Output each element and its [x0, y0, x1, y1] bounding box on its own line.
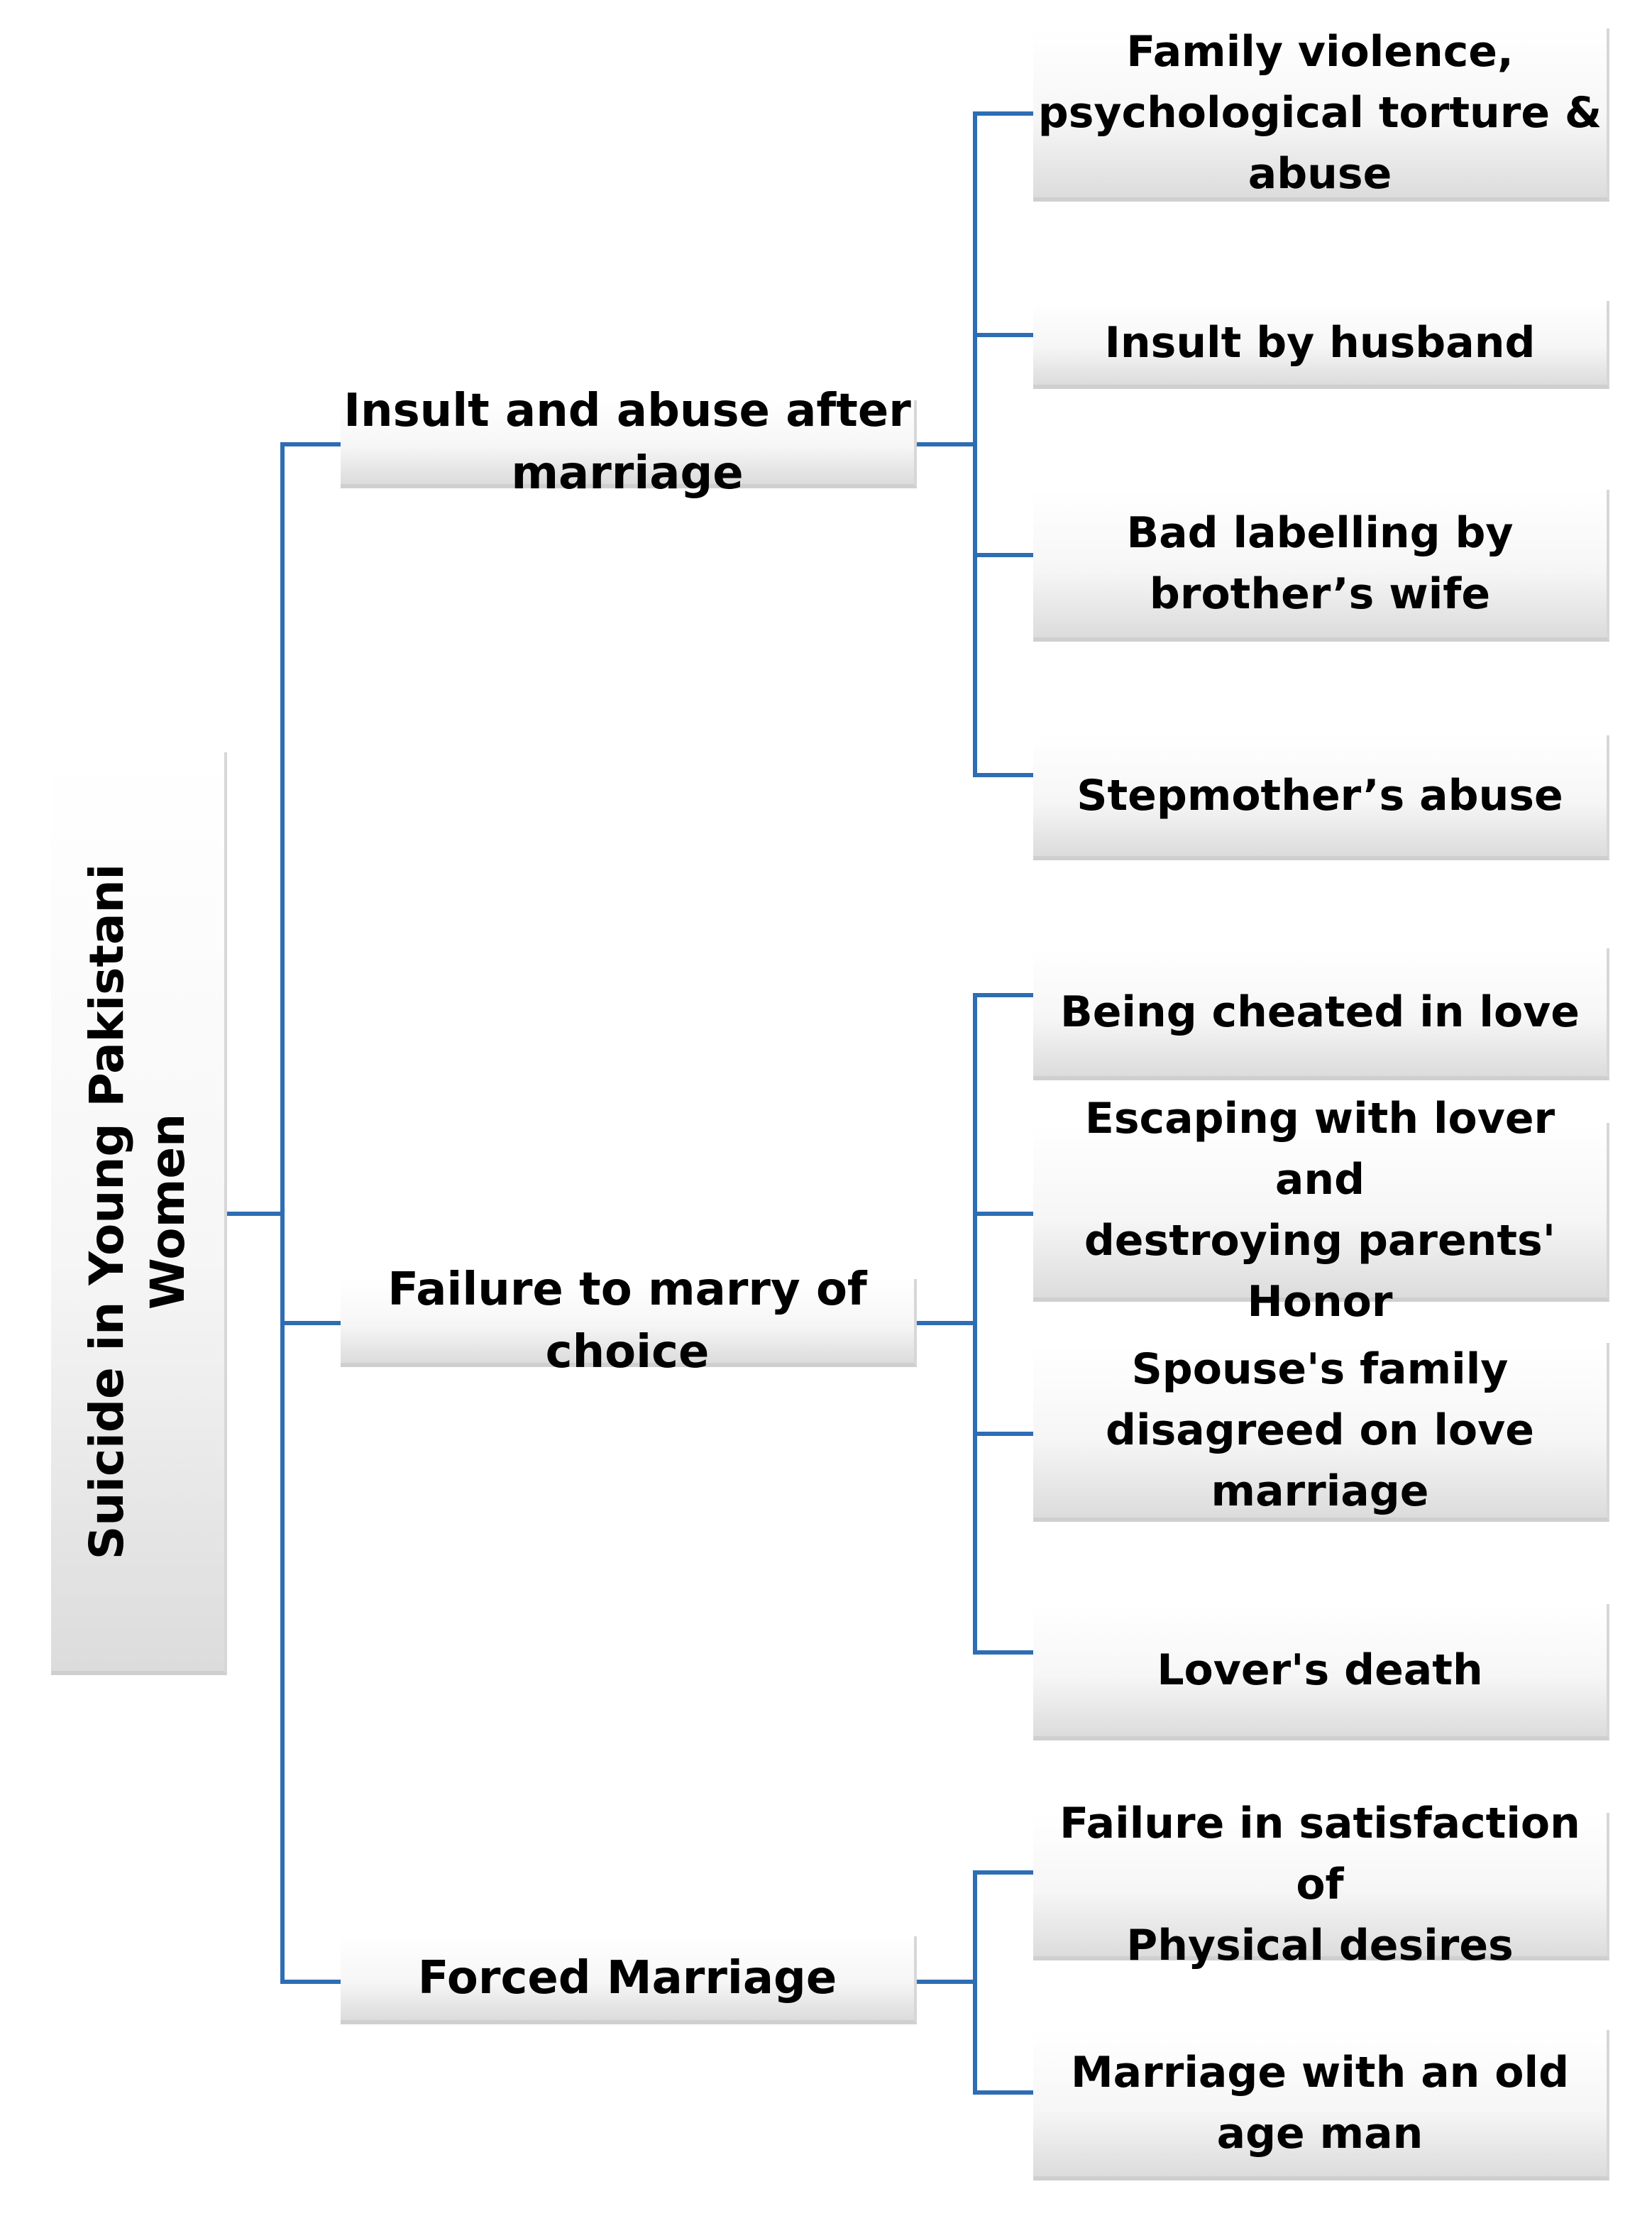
cause-label: Insult by husband	[1104, 318, 1536, 368]
cause-node: Stepmother’s abuse	[1033, 735, 1609, 860]
category-label: Forced Marriage	[417, 1952, 837, 2004]
cause-node: Being cheated in love	[1033, 948, 1609, 1080]
cause-node: Family violence,psychological torture &a…	[1033, 27, 1609, 202]
cause-label: Stepmother’s abuse	[1076, 771, 1563, 821]
cause-label: Lover's death	[1157, 1645, 1483, 1695]
cause-label: Being cheated in love	[1060, 987, 1580, 1037]
cause-label: Family violence,psychological torture &a…	[1037, 27, 1602, 199]
category-node-forced-marriage: Forced Marriage	[341, 1936, 917, 2024]
cause-node: Lover's death	[1033, 1604, 1609, 1740]
cause-node: Insult by husband	[1033, 301, 1609, 389]
